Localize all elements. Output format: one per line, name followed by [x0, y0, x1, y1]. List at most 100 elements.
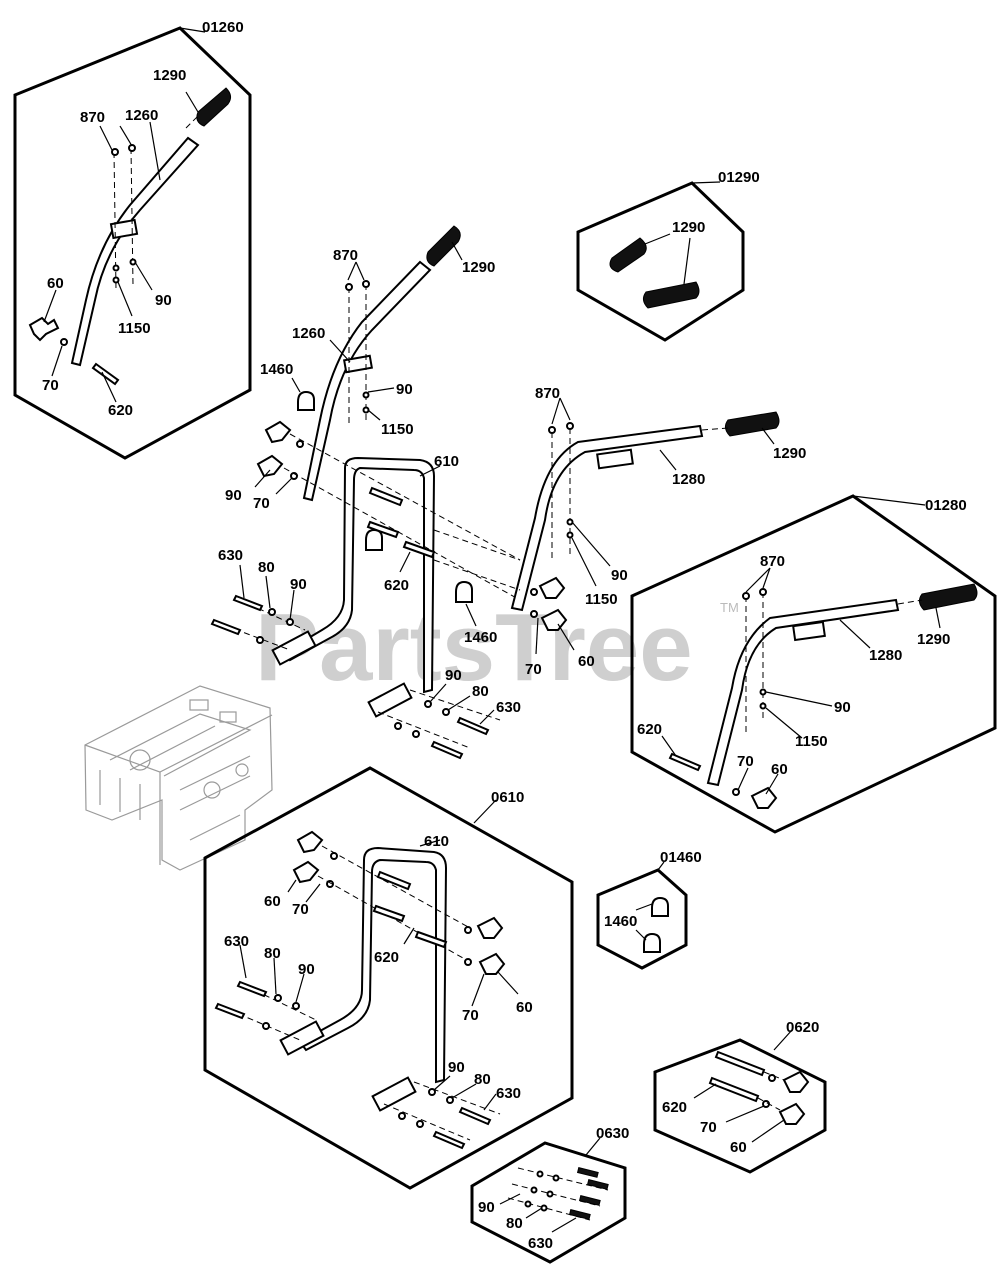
kit-01460-label[interactable]: 01460 — [660, 849, 702, 866]
callout-70[interactable]: 70 — [292, 901, 309, 918]
callout-620[interactable]: 620 — [662, 1099, 687, 1116]
callout-90[interactable]: 90 — [445, 667, 462, 684]
callout-1460[interactable]: 1460 — [604, 913, 637, 930]
callout-630[interactable]: 630 — [528, 1235, 553, 1252]
callout-630[interactable]: 630 — [496, 1085, 521, 1102]
bolt-620-icon — [91, 362, 120, 386]
callout-1290[interactable]: 1290 — [917, 631, 950, 648]
callout-60[interactable]: 60 — [47, 275, 64, 292]
kit-0620-label[interactable]: 0620 — [786, 1019, 819, 1036]
callout-1150[interactable]: 1150 — [118, 320, 151, 337]
kit-01290-label[interactable]: 01290 — [718, 169, 760, 186]
main-assembly-right: 870 1290 1280 90 1150 60 70 — [510, 385, 806, 678]
clip-1460b-icon — [643, 932, 661, 953]
callout-90[interactable]: 90 — [478, 1199, 495, 1216]
callout-90[interactable]: 90 — [834, 699, 851, 716]
callout-1260[interactable]: 1260 — [292, 325, 325, 342]
callout-80[interactable]: 80 — [472, 683, 489, 700]
grip-1290-right-icon — [724, 411, 780, 437]
kit-01290-group: 01290 1290 — [576, 169, 760, 342]
callout-610[interactable]: 610 — [434, 453, 459, 470]
callout-870[interactable]: 870 — [80, 109, 105, 126]
callout-70[interactable]: 70 — [42, 377, 59, 394]
callout-90[interactable]: 90 — [298, 961, 315, 978]
handle-tube-1260-main — [302, 260, 432, 502]
kit-0610-label[interactable]: 0610 — [491, 789, 524, 806]
kit-01280-label[interactable]: 01280 — [925, 497, 967, 514]
callout-620[interactable]: 620 — [108, 402, 133, 419]
callout-1280[interactable]: 1280 — [869, 647, 902, 664]
knob-60-icon — [28, 316, 60, 342]
main-assembly-left: 870 1290 1260 1460 90 1150 610 90 70 630… — [210, 225, 521, 760]
clip-1460a-icon — [651, 896, 669, 917]
kit-01290-outline — [576, 181, 745, 342]
bolt-620b-icon — [708, 1076, 760, 1103]
callout-60[interactable]: 60 — [578, 653, 595, 670]
kit-0630-group: 0630 90 80 630 — [470, 1125, 629, 1264]
bolt-620a-icon — [714, 1050, 766, 1077]
kit-0630-outline — [470, 1141, 627, 1264]
callout-1290[interactable]: 1290 — [462, 259, 495, 276]
callout-90[interactable]: 90 — [396, 381, 413, 398]
hardware-stack-630 — [507, 1167, 609, 1221]
callout-1460[interactable]: 1460 — [260, 361, 293, 378]
callout-70[interactable]: 70 — [253, 495, 270, 512]
callout-90[interactable]: 90 — [290, 576, 307, 593]
callout-60[interactable]: 60 — [771, 761, 788, 778]
kit-01280-group: 01280 870 1290 1280 90 1150 620 70 60 — [630, 494, 997, 834]
callout-60[interactable]: 60 — [516, 999, 533, 1016]
callout-870[interactable]: 870 — [333, 247, 358, 264]
grip-1290-icon — [196, 87, 232, 127]
clip-1460-icon — [297, 390, 315, 411]
watermark-tm: TM — [720, 600, 739, 615]
callout-1460[interactable]: 1460 — [464, 629, 497, 646]
grip-1290b-icon — [642, 281, 700, 309]
callout-80[interactable]: 80 — [506, 1215, 523, 1232]
callout-1290[interactable]: 1290 — [672, 219, 705, 236]
callout-1290[interactable]: 1290 — [153, 67, 186, 84]
callout-1150[interactable]: 1150 — [381, 421, 414, 438]
callout-80[interactable]: 80 — [264, 945, 281, 962]
callout-80[interactable]: 80 — [258, 559, 275, 576]
grip-1290-main-icon — [426, 225, 461, 267]
callout-70[interactable]: 70 — [737, 753, 754, 770]
callout-1280[interactable]: 1280 — [672, 471, 705, 488]
grip-1290-kit01280-icon — [918, 583, 978, 611]
callout-620[interactable]: 620 — [384, 577, 409, 594]
callout-80[interactable]: 80 — [474, 1071, 491, 1088]
bracket-610-kit — [298, 846, 448, 1084]
callout-70[interactable]: 70 — [462, 1007, 479, 1024]
callout-1150[interactable]: 1150 — [795, 733, 828, 750]
kit-0620-group: 0620 620 70 60 — [653, 1019, 827, 1174]
callout-1290[interactable]: 1290 — [773, 445, 806, 462]
callout-70[interactable]: 70 — [700, 1119, 717, 1136]
kit-0610-group: 0610 — [203, 766, 574, 1190]
kit-0610-outline — [203, 766, 574, 1190]
callout-60[interactable]: 60 — [264, 893, 281, 910]
callout-90[interactable]: 90 — [225, 487, 242, 504]
callout-90[interactable]: 90 — [448, 1059, 465, 1076]
kit-01460-group: 01460 1460 — [596, 849, 702, 970]
callout-620[interactable]: 620 — [374, 949, 399, 966]
callout-630[interactable]: 630 — [218, 547, 243, 564]
callout-620[interactable]: 620 — [637, 721, 662, 738]
grip-1290a-icon — [609, 237, 647, 273]
callout-1260[interactable]: 1260 — [125, 107, 158, 124]
callout-90[interactable]: 90 — [611, 567, 628, 584]
callout-870[interactable]: 870 — [535, 385, 560, 402]
callout-610[interactable]: 610 — [424, 833, 449, 850]
knob-60a-icon — [782, 1070, 810, 1093]
callout-630[interactable]: 630 — [496, 699, 521, 716]
callout-870[interactable]: 870 — [760, 553, 785, 570]
kit-0630-label[interactable]: 0630 — [596, 1125, 629, 1142]
handle-bracket — [109, 218, 139, 240]
callout-90[interactable]: 90 — [155, 292, 172, 309]
callout-70[interactable]: 70 — [525, 661, 542, 678]
handle-tube-1280-main — [510, 424, 704, 612]
kit-01260-label[interactable]: 01260 — [202, 19, 244, 36]
knob-60-kit0610-icon — [296, 830, 324, 854]
callout-60[interactable]: 60 — [730, 1139, 747, 1156]
callout-1150[interactable]: 1150 — [585, 591, 618, 608]
callout-630[interactable]: 630 — [224, 933, 249, 950]
